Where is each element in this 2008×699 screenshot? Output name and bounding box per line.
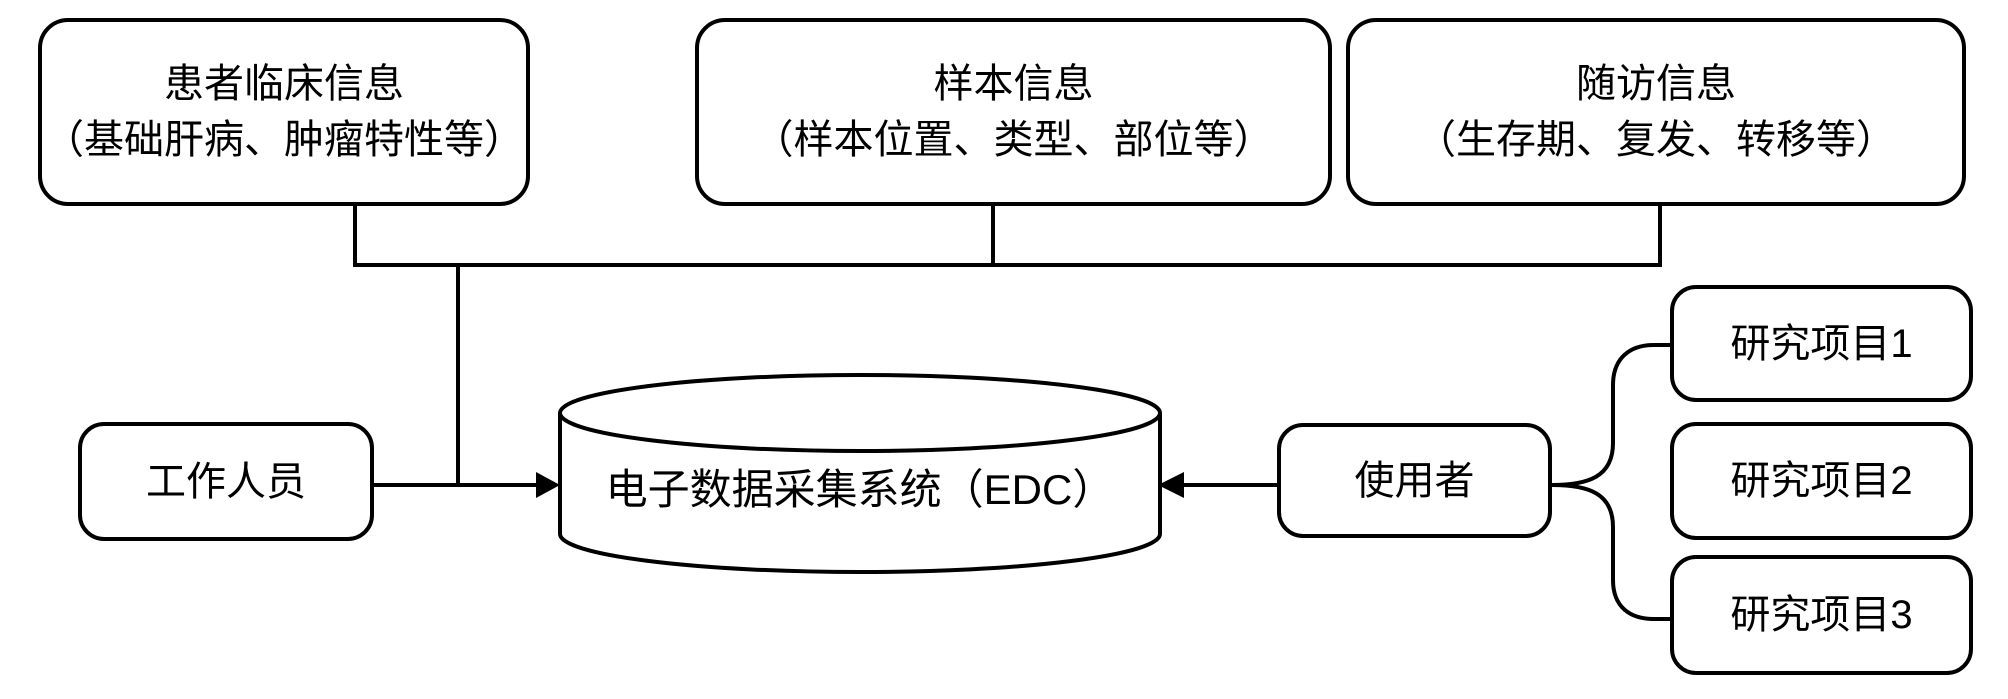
patient-info-box: 患者临床信息 （基础肝病、肿瘤特性等） (38, 18, 530, 206)
project-1-label: 研究项目1 (1730, 321, 1913, 366)
sample-info-title: 样本信息 (933, 62, 1094, 106)
edc-cylinder-shape (558, 373, 1162, 574)
followup-info-box: 随访信息 （生存期、复发、转移等） (1346, 18, 1966, 206)
edc-cylinder-label: 电子数据采集系统（EDC） (605, 465, 1115, 513)
patient-info-detail: （基础肝病、肿瘤特性等） (44, 118, 524, 162)
project-3-label: 研究项目3 (1730, 593, 1913, 637)
staff-label: 工作人员 (146, 459, 306, 504)
staff-arrowhead-icon (536, 472, 560, 498)
staff-box: 工作人员 (78, 422, 374, 541)
followup-info-detail: （生存期、复发、转移等） (1416, 118, 1896, 162)
followup-info-title: 随访信息 (1576, 62, 1736, 106)
project-2-label: 研究项目2 (1730, 459, 1913, 503)
user-brace-lower-curve (1551, 483, 1672, 621)
user-arrowhead-icon (1158, 472, 1184, 498)
edc-cylinder-top (558, 373, 1162, 453)
user-brace-upper-curve (1551, 343, 1672, 487)
project-box-2: 研究项目2 (1670, 422, 1973, 540)
sample-info-box: 样本信息 （样本位置、类型、部位等） (695, 18, 1332, 206)
user-box: 使用者 (1277, 423, 1552, 538)
sample-info-detail: （样本位置、类型、部位等） (753, 118, 1274, 162)
project-box-1: 研究项目1 (1670, 285, 1973, 402)
edc-cylinder-body (558, 413, 1162, 574)
project-box-3: 研究项目3 (1670, 555, 1973, 675)
patient-info-title: 患者临床信息 (164, 62, 404, 106)
user-label: 使用者 (1354, 458, 1475, 503)
